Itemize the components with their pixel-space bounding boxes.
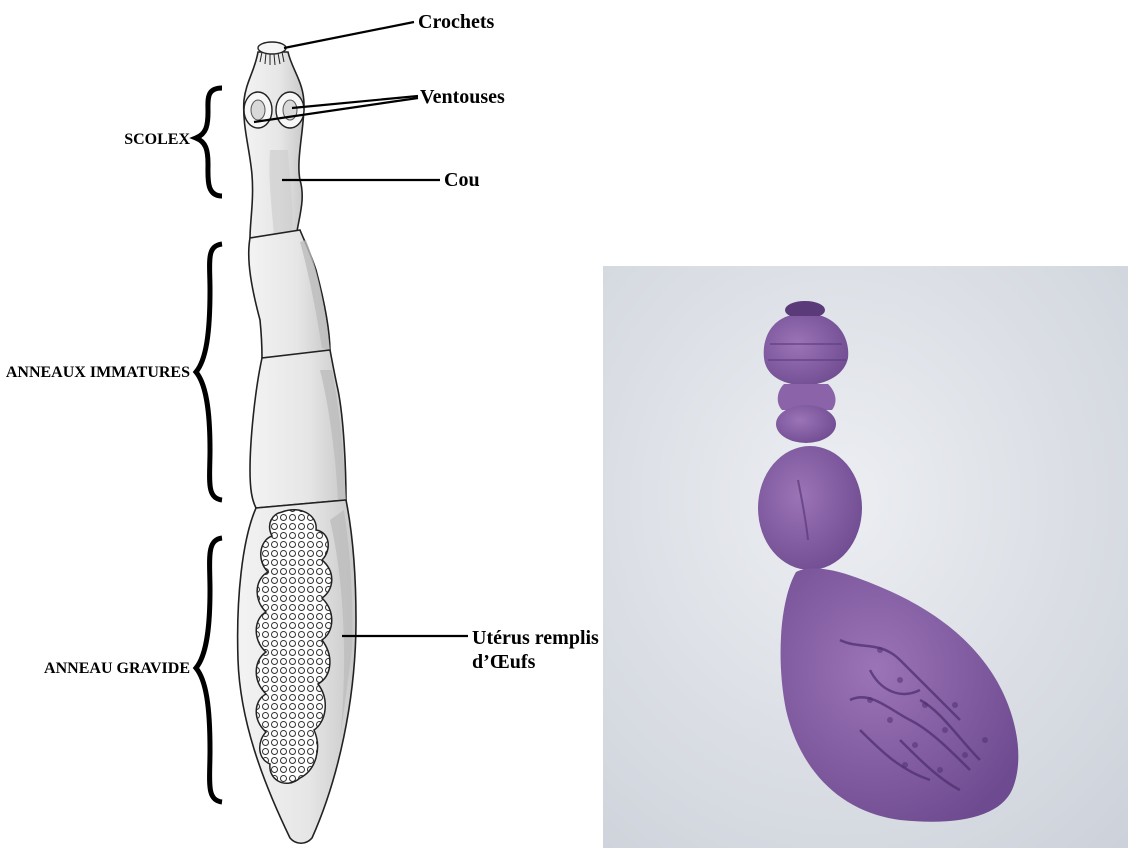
label-uterus-line1: Utérus remplis (472, 627, 599, 649)
label-crochets: Crochets (418, 11, 494, 33)
brace-anneau-gravide (196, 538, 222, 802)
specimen-photo (603, 266, 1128, 848)
brace-anneaux-immatures (196, 244, 222, 500)
label-anneaux-immatures: ANNEAUX IMMATURES (6, 364, 190, 381)
photo-scolex (764, 316, 849, 386)
photo-segment-1 (776, 405, 836, 443)
label-ventouses: Ventouses (420, 86, 505, 108)
label-cou: Cou (444, 169, 480, 191)
brace-scolex (196, 88, 222, 196)
scolex-shape (244, 42, 304, 238)
photo-segment-2 (758, 446, 862, 570)
label-scolex: SCOLEX (124, 131, 190, 148)
label-anneau-gravide: ANNEAU GRAVIDE (44, 660, 190, 677)
crochets-leader-line (284, 22, 414, 48)
label-uterus-line2: d’Œufs (472, 651, 536, 673)
tapeworm-diagram: Crochets Ventouses Cou Utérus remplis d’… (6, 11, 599, 843)
